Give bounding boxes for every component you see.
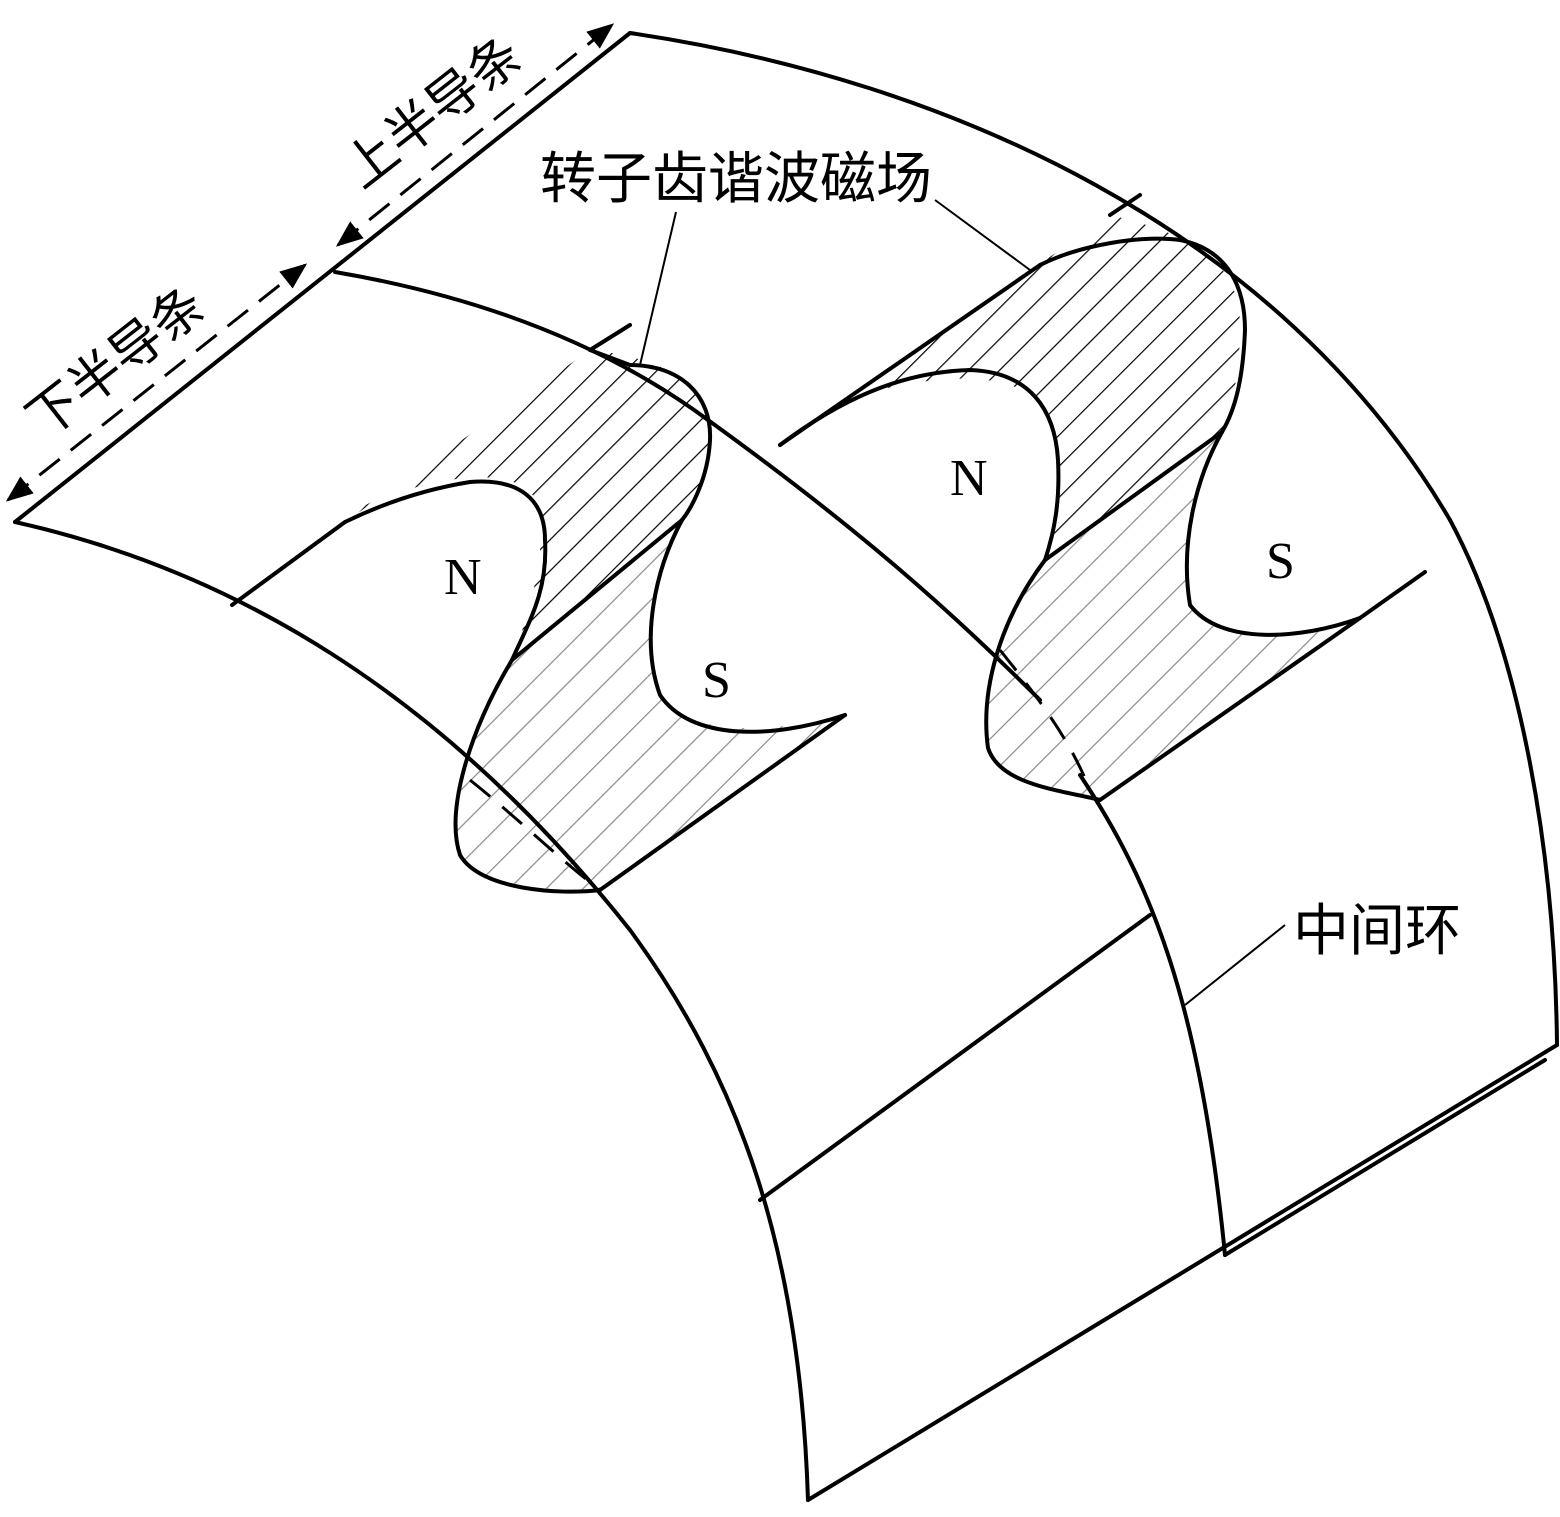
lower-conductor-label: 下半导条: [16, 275, 217, 450]
middle-ring-leader: [1185, 925, 1285, 1005]
left-wave-s-lobe: [651, 520, 845, 732]
surface-bottom-edge: [808, 1045, 1557, 1500]
left-wave-upper-hatch: [345, 350, 711, 660]
right-wave-lower-hatch: [986, 432, 1360, 800]
left-n-pole-label: N: [444, 549, 482, 606]
rotor-field-leader-left: [640, 212, 676, 365]
slot-line-5: [1360, 572, 1425, 618]
slot-line-6: [760, 915, 1150, 1200]
left-wave-lower-hatch: [456, 520, 845, 890]
middle-arc-segment-b: [708, 420, 1040, 700]
right-wave-top-outline: [780, 370, 1058, 560]
rotor-field-leader-right: [935, 200, 1030, 270]
slot-line-7: [1225, 1060, 1545, 1255]
rotor-field-label: 转子齿谐波磁场: [540, 147, 932, 212]
surface-front-arc: [15, 522, 808, 1500]
right-n-pole-label: N: [950, 450, 988, 507]
slot-line-8: [590, 325, 630, 350]
surface-right-arc: [1450, 520, 1557, 1045]
middle-arc-segment-c: [1080, 775, 1225, 1255]
right-s-pole-label: S: [1266, 533, 1295, 590]
slot-line-1: [232, 522, 345, 605]
middle-ring-label: 中间环: [1293, 899, 1461, 964]
left-s-pole-label: S: [702, 652, 731, 709]
